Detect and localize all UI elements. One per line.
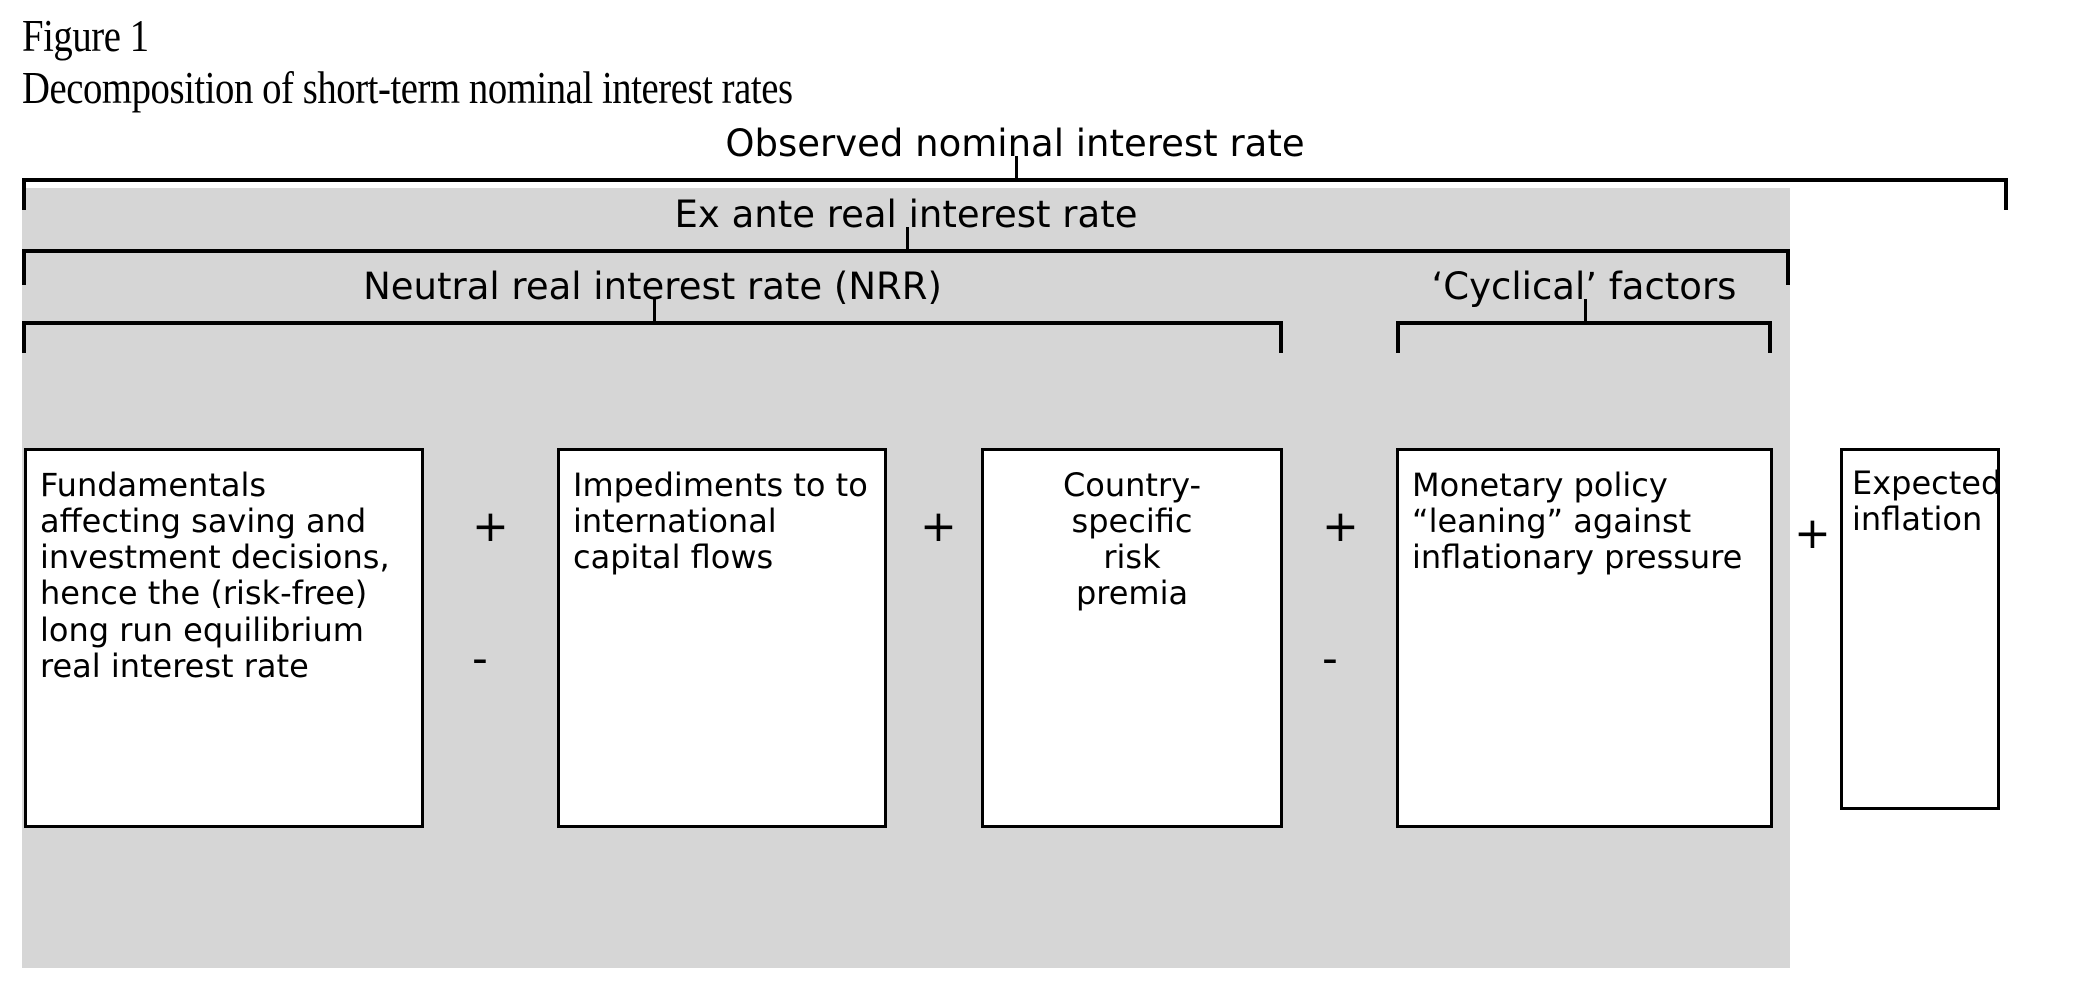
bracket-center-tick-icon xyxy=(1584,299,1587,321)
bracket-left-tick-icon xyxy=(22,249,26,285)
operator-minus-fundamentals-impediments: - xyxy=(472,633,488,684)
bracket-left-tick-icon xyxy=(1396,321,1400,353)
box-monetary-policy-leaning: Monetary policy “leaning” against inflat… xyxy=(1396,448,1773,828)
bracket-center-tick-icon xyxy=(906,227,909,249)
bracket-right-tick-icon xyxy=(1786,249,1790,285)
bracket-right-tick-icon xyxy=(1279,321,1283,353)
bracket-right-tick-icon xyxy=(2004,178,2008,210)
bracket-left-tick-icon xyxy=(22,321,26,353)
box-fundamentals: Fundamentals affecting saving and invest… xyxy=(24,448,424,828)
figure-number: Figure 1 xyxy=(22,11,149,61)
operator-plus-impediments-country: + xyxy=(920,501,957,552)
bracket-center-tick-icon xyxy=(1015,156,1018,178)
bracket-right-tick-icon xyxy=(1768,321,1772,353)
bracket-bar xyxy=(1396,321,1772,325)
bracket-bar xyxy=(22,321,1283,325)
operator-plus-fundamentals-impediments: + xyxy=(472,501,509,552)
box-impediments-to-capital-flows: Impediments to to international capital … xyxy=(557,448,887,828)
bracket-label-neutral-real-interest-rate: Neutral real interest rate (NRR) xyxy=(363,265,942,308)
operator-plus-monetary-expected-inflation: + xyxy=(1794,508,1831,559)
box-expected-inflation: Expected inflation xyxy=(1840,448,2000,810)
bracket-left-tick-icon xyxy=(22,178,26,210)
operator-plus-country-monetary: + xyxy=(1322,501,1359,552)
box-country-specific-risk-premia: Country- specific risk premia xyxy=(981,448,1283,828)
bracket-bar xyxy=(22,178,2008,182)
bracket-bar xyxy=(22,249,1790,253)
operator-minus-country-monetary: - xyxy=(1322,633,1338,684)
bracket-label-cyclical-factors: ‘Cyclical’ factors xyxy=(1431,265,1737,308)
bracket-center-tick-icon xyxy=(652,299,656,321)
figure-title: Decomposition of short-term nominal inte… xyxy=(22,63,793,113)
